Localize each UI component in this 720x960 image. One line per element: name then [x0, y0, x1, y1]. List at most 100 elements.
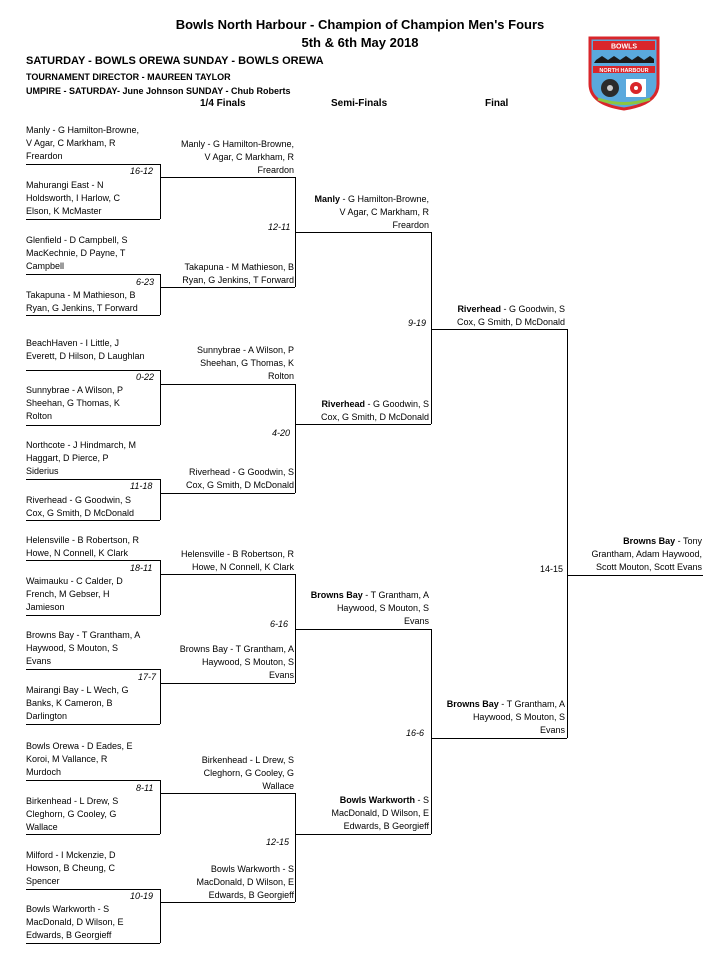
bracket-line — [431, 329, 567, 330]
bracket-line — [295, 424, 431, 425]
qf-score-3: 6-16 — [270, 619, 289, 629]
qf-score-4: 12-15 — [266, 837, 290, 847]
bracket-line — [567, 329, 568, 738]
r1-score-2: 6-23 — [136, 277, 155, 287]
page-date: 5th & 6th May 2018 — [301, 35, 419, 50]
bracket-line — [26, 520, 160, 521]
round-label-quarter: 1/4 Finals — [200, 98, 246, 109]
bracket-line — [160, 669, 161, 724]
bracket-line — [160, 274, 161, 315]
bracket-line — [26, 943, 160, 944]
bracket-line — [160, 683, 295, 684]
bracket-line — [431, 629, 432, 834]
bracket-line — [431, 232, 432, 424]
director-line: TOURNAMENT DIRECTOR - MAUREEN TAYLOR — [26, 72, 231, 82]
bracket-line — [26, 724, 160, 725]
bracket-line — [26, 274, 160, 275]
bracket-line — [295, 793, 296, 902]
bracket-line — [26, 560, 160, 561]
bracket-line — [160, 780, 161, 834]
sf-score-2: 16-6 — [406, 728, 425, 738]
page-title: Bowls North Harbour - Champion of Champi… — [175, 17, 545, 32]
bracket-line — [26, 834, 160, 835]
bracket-line — [160, 493, 295, 494]
svg-text:BOWLS: BOWLS — [611, 44, 637, 51]
sf-score-1: 9-19 — [408, 318, 427, 328]
bracket-line — [160, 479, 161, 520]
r1-score-3: 0-22 — [136, 372, 155, 382]
bracket-line — [26, 780, 160, 781]
venues-line: SATURDAY - BOWLS OREWA SUNDAY - BOWLS OR… — [26, 55, 324, 67]
bracket-line — [26, 425, 160, 426]
bowls-north-harbour-logo: BOWLS NORTH HARBOUR — [588, 36, 660, 111]
bracket-line — [160, 384, 295, 385]
round-label-final: Final — [485, 98, 509, 109]
umpire-line: UMPIRE - SATURDAY- June Johnson SUNDAY -… — [26, 86, 291, 96]
bracket-line — [160, 287, 295, 288]
bracket-line — [160, 889, 161, 943]
r1-score-6: 17-7 — [138, 672, 157, 682]
svg-text:NORTH HARBOUR: NORTH HARBOUR — [599, 68, 648, 74]
bracket-line — [295, 384, 296, 493]
bracket-line — [295, 834, 431, 835]
bracket-line — [26, 370, 160, 371]
bracket-line — [160, 370, 161, 425]
sf-team-1: Manly - G Hamilton-Browne,V Agar, C Mark… — [314, 194, 429, 230]
bracket-line — [295, 574, 296, 683]
bracket-line — [160, 793, 295, 794]
r1-score-8: 10-19 — [130, 891, 154, 901]
bracket-line — [160, 902, 295, 903]
bracket-line — [160, 164, 161, 219]
r1-score-7: 8-11 — [136, 783, 154, 793]
bracket-line — [160, 574, 295, 575]
bracket-line — [160, 177, 295, 178]
qf-score-2: 4-20 — [272, 428, 291, 438]
bracket-line — [295, 232, 431, 233]
bracket-line — [26, 889, 160, 890]
bracket-line — [431, 738, 567, 739]
r1-score-4: 11-18 — [130, 481, 153, 491]
bracket-line — [160, 560, 161, 615]
r1-score-5: 18-11 — [130, 563, 153, 573]
bracket-line — [26, 315, 160, 316]
qf-score-1: 12-11 — [268, 222, 291, 232]
r1-team-1: Manly - G Hamilton-Browne,V Agar, C Mark… — [26, 125, 140, 161]
bracket-line — [26, 479, 160, 480]
bracket-line — [295, 629, 431, 630]
r1-score-1: 16-12 — [130, 166, 154, 176]
qf-team-1: Manly - G Hamilton-Browne,V Agar, C Mark… — [180, 139, 294, 175]
bracket-line — [26, 219, 160, 220]
bracket-line — [26, 615, 160, 616]
round-label-semi: Semi-Finals — [331, 98, 388, 109]
bracket-line — [26, 669, 160, 670]
bracket-line — [567, 575, 703, 576]
final-score: 14-15 — [540, 564, 564, 574]
